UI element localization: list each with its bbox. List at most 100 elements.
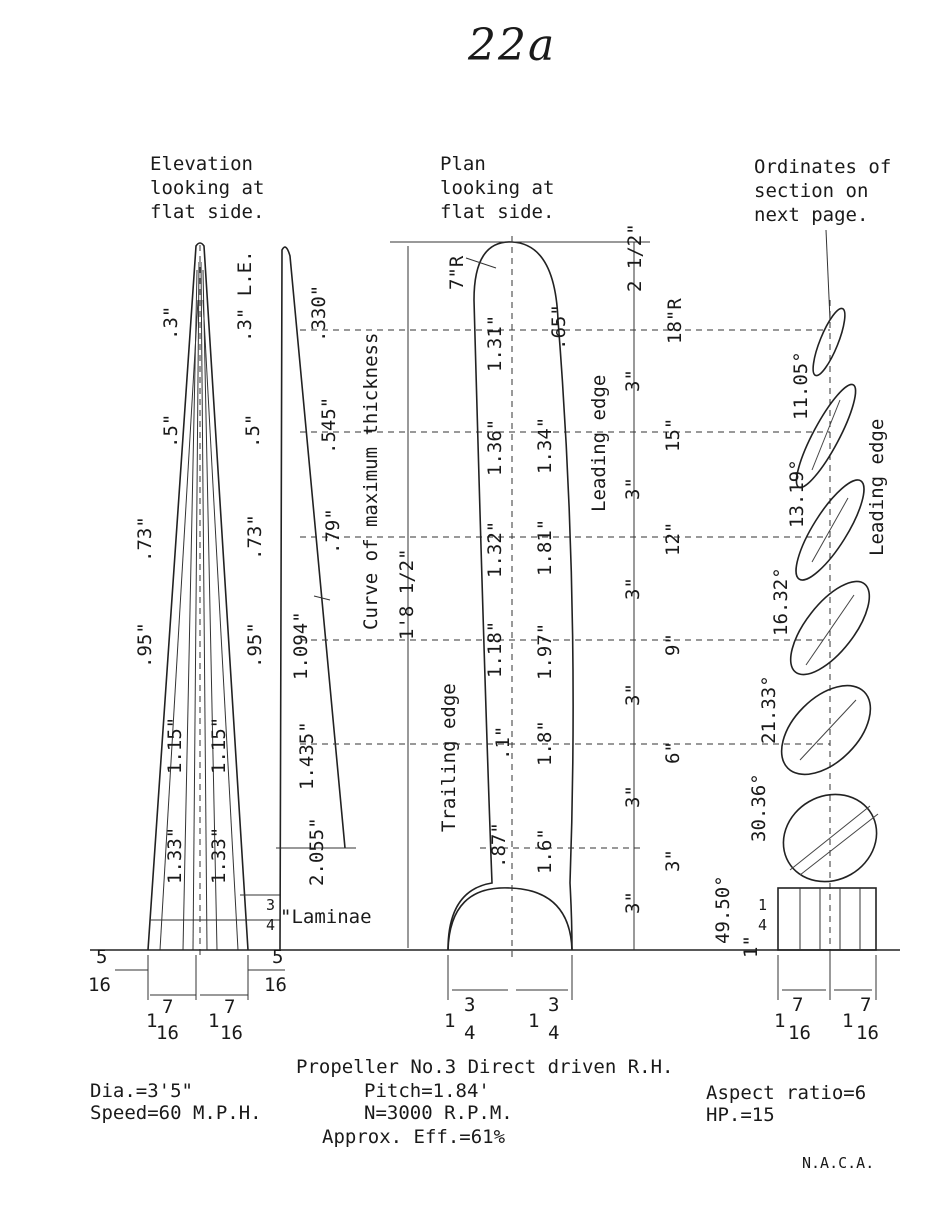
thickness-value-5: 1.435" (296, 721, 318, 790)
elev-root-left-num: 7 (162, 996, 174, 1018)
elev-right-dim-4: .95" (244, 622, 266, 668)
plan-station-radius-1: 18"R (664, 298, 686, 344)
elevation-view (90, 242, 900, 1000)
elev-left-dim-2: .5" (160, 413, 182, 448)
section-base-right-num: 7 (860, 994, 872, 1016)
plan-station-radius-2: 15" (662, 417, 684, 452)
laminae-num: 3 (266, 896, 276, 914)
plan-tip-radius: 7"R (446, 255, 468, 290)
plan-station-7: 3" (622, 891, 644, 914)
spec-diameter: Dia.=3'5" (90, 1080, 193, 1102)
section-angle-1: 11.05° (790, 351, 812, 420)
edge-right-num: 5 (272, 946, 284, 968)
plan-base-left-whole: 1 (444, 1010, 456, 1032)
plan-base-right-whole: 1 (528, 1010, 540, 1032)
plan-station-2: 3" (622, 369, 644, 392)
edge-left-num: 5 (96, 946, 108, 968)
spec-title: Propeller No.3 Direct driven R.H. (296, 1056, 674, 1078)
section-base-left-num: 7 (792, 994, 804, 1016)
spec-rpm: N=3000 R.P.M. (364, 1102, 513, 1124)
plan-station-radius-6: 3" (662, 849, 684, 872)
elev-left-dim-1: .3" (160, 305, 182, 340)
plan-trailing-width-1: 1.31" (484, 314, 506, 372)
plan-leading-width-1: .65" (548, 304, 570, 350)
plan-station-6: 3" (622, 785, 644, 808)
elev-left-dim-4: .95" (134, 622, 156, 668)
thickness-curve-line (279, 246, 346, 951)
thickness-curve-label: Curve of maximum thickness (360, 332, 382, 630)
section-angle-6: 49.50° (712, 875, 734, 944)
plan-trailing-width-4: 1.18" (484, 620, 506, 678)
section-angle-3: 16.32° (770, 567, 792, 636)
plan-leading-width-3: 1.81" (534, 518, 556, 576)
thickness-value-3: .79" (322, 508, 344, 554)
section-angle-2: 13.19° (786, 459, 808, 528)
plan-leading-width-2: 1.34" (534, 416, 556, 474)
plan-trailing-edge-label: Trailing edge (438, 683, 460, 832)
plan-trailing-width-5: .1" (492, 725, 514, 760)
hub-dim: 1" (740, 935, 762, 958)
laminae-den: 4 (266, 916, 276, 934)
edge-left-den: 16 (88, 974, 111, 996)
spec-org: N.A.C.A. (802, 1154, 875, 1172)
plan-station-4: 3" (622, 577, 644, 600)
plan-leading-edge-label: Leading edge (588, 374, 610, 512)
elevation-caption: Elevation looking at flat side. (150, 153, 265, 223)
plan-station-radius-5: 6" (662, 741, 684, 764)
elev-root-right-den: 16 (220, 1022, 243, 1044)
plan-trailing-width-3: 1.32" (484, 520, 506, 578)
thickness-value-4: 1.094" (290, 611, 312, 680)
spec-efficiency: Approx. Eff.=61% (322, 1126, 506, 1148)
section-angle-5: 30.36° (748, 773, 770, 842)
plan-leading-width-6: 1.6" (534, 828, 556, 874)
plan-base-left-den: 4 (464, 1022, 476, 1044)
thickness-value-6: 2.055" (306, 817, 328, 886)
elev-right-dim-3: .73" (244, 514, 266, 560)
plan-trailing-width-2: 1.36" (484, 418, 506, 476)
hub-block (777, 887, 877, 951)
spec-speed: Speed=60 M.P.H. (90, 1102, 262, 1124)
section-angle-4: 21.33° (758, 675, 780, 744)
plan-base-left-num: 3 (464, 994, 476, 1016)
thickness-value-1: .330" (308, 284, 330, 342)
section-base-left-whole: 1 (774, 1010, 786, 1032)
elev-root-left-den: 16 (156, 1022, 179, 1044)
elev-right-dim-5: 1.15" (208, 716, 230, 774)
thickness-profile (276, 246, 830, 951)
hub-num: 1 (758, 896, 768, 914)
hub-arc (447, 887, 573, 951)
plan-station-radius-3: 12" (662, 521, 684, 556)
plan-leading-width-4: 1.97" (534, 622, 556, 680)
elev-root-right-num: 7 (224, 996, 236, 1018)
section-base-right-den: 16 (856, 1022, 879, 1044)
thickness-value-2: .545" (318, 396, 340, 454)
plan-view (390, 236, 650, 1000)
plan-leading-width-5: 1.8" (534, 720, 556, 766)
elev-left-dim-5: 1.15" (164, 716, 186, 774)
plan-station-3: 3" (622, 477, 644, 500)
plan-caption: Plan looking at flat side. (440, 153, 555, 223)
elev-right-dim-1: .3" L.E. (234, 250, 256, 342)
section-base-right-whole: 1 (842, 1010, 854, 1032)
plan-station-1: 2 1/2" (624, 223, 646, 292)
elev-root-right-whole: 1 (208, 1010, 220, 1032)
plan-trailing-width-6: .87" (488, 822, 510, 868)
edge-right-den: 16 (264, 974, 287, 996)
plan-base-right-den: 4 (548, 1022, 560, 1044)
plan-station-5: 3" (622, 683, 644, 706)
page-label: 22a (468, 20, 557, 71)
sections-leading-edge-label: Leading edge (866, 418, 888, 556)
elev-root-left-whole: 1 (146, 1010, 158, 1032)
elev-left-dim-6: 1.33" (164, 826, 186, 884)
plan-station-radius-4: 9" (662, 633, 684, 656)
section-base-left-den: 16 (788, 1022, 811, 1044)
sections-view (777, 229, 879, 1000)
elev-right-dim-2: .5" (242, 413, 264, 448)
elev-left-dim-3: .73" (134, 516, 156, 562)
spec-hp: HP.=15 (706, 1104, 775, 1126)
sections-caption: Ordinates of section on next page. (754, 156, 892, 226)
laminae-label: "Laminae (280, 906, 372, 928)
plan-overall-length: 1'8 1/2" (396, 548, 418, 640)
plan-base-right-num: 3 (548, 994, 560, 1016)
elevation-outline (147, 242, 249, 951)
